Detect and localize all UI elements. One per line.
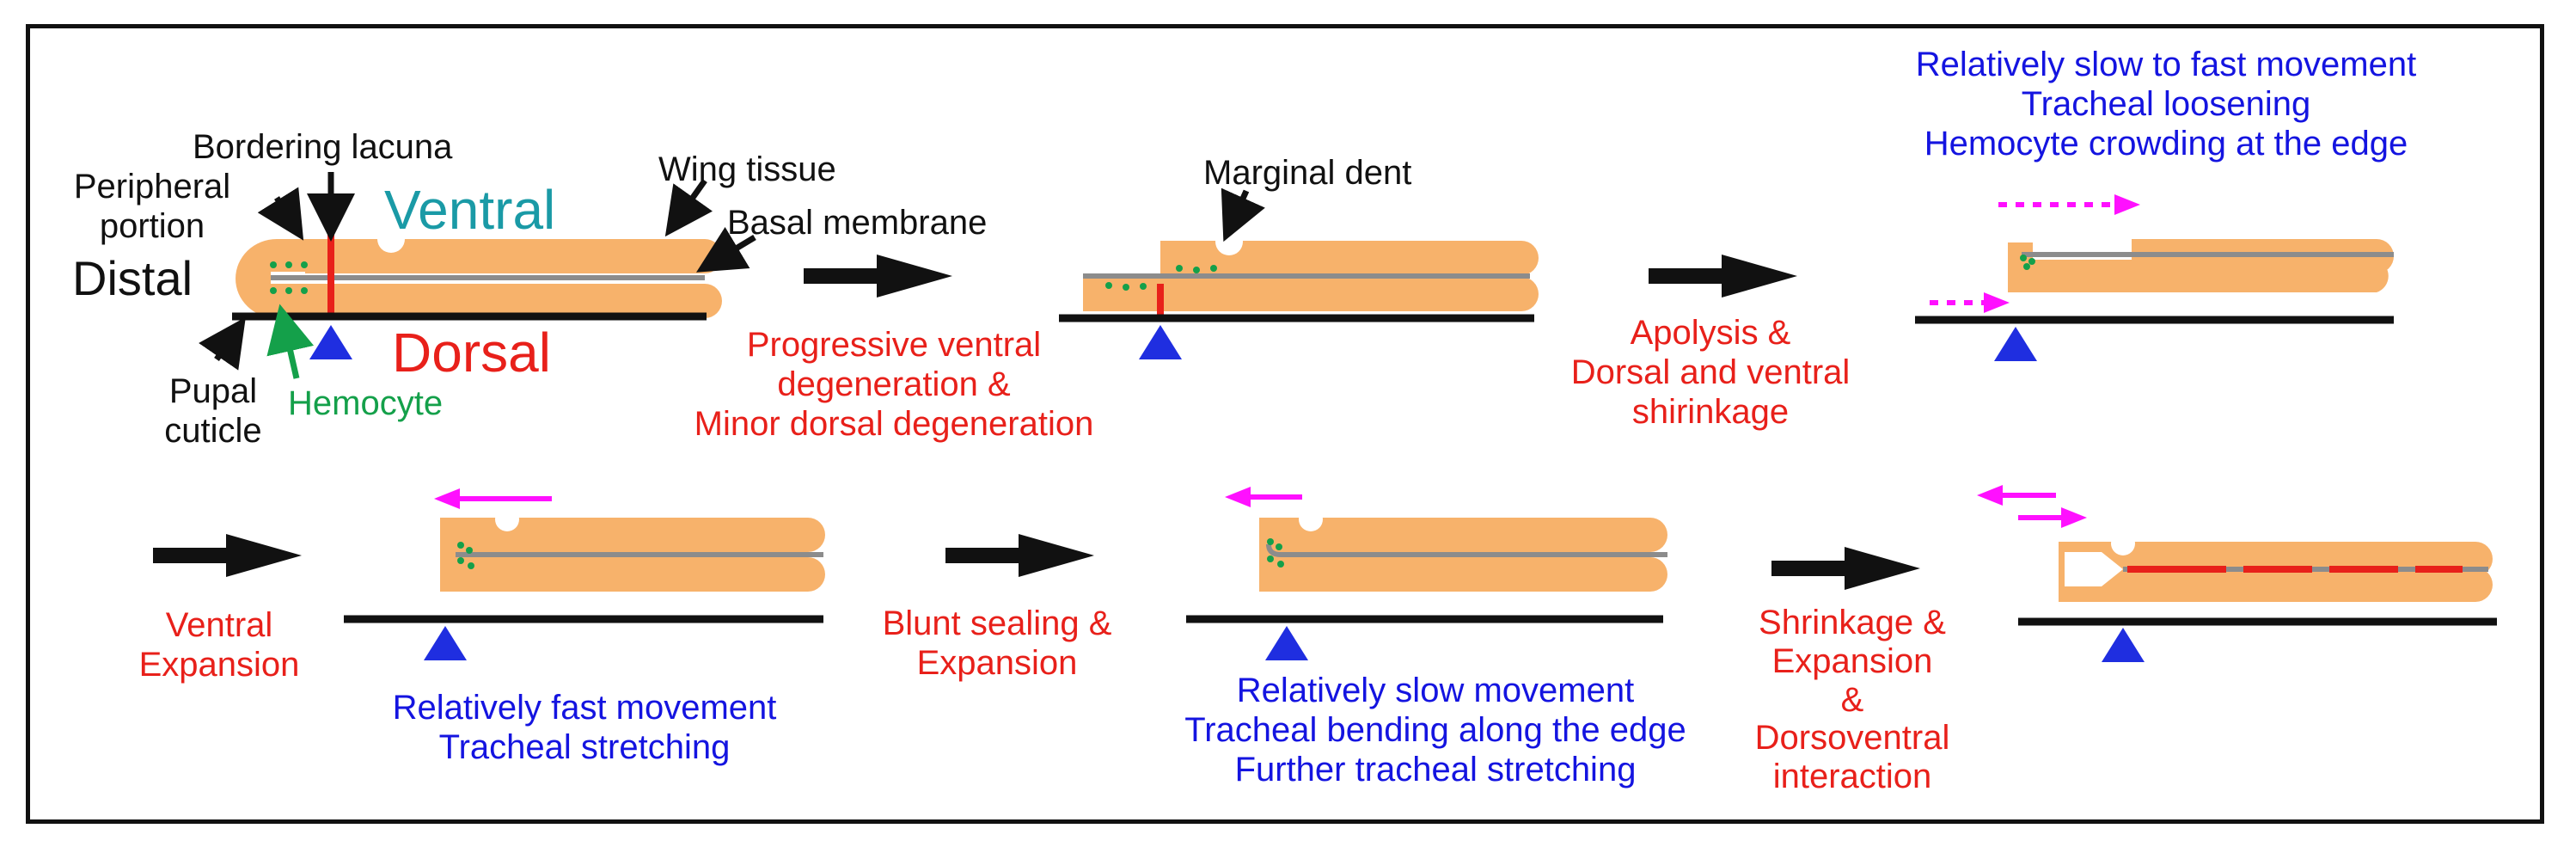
wing-tissue — [440, 518, 825, 592]
movement-arrow-icon — [1225, 487, 1302, 507]
marginal-dent-notch — [2187, 208, 2211, 232]
panel-1-initial-state — [199, 172, 756, 379]
process-arrows — [153, 255, 1920, 590]
panel-2-degeneration — [1059, 187, 1539, 359]
pointer-arrow-icon — [664, 178, 713, 237]
panel-4-ventral-expansion — [344, 488, 825, 660]
triangle-marker-icon — [1994, 327, 2037, 361]
triangle-marker-icon — [309, 325, 352, 359]
bordering-lacuna-label: Bordering lacuna — [193, 128, 453, 166]
hemocyte-dots — [1267, 538, 1284, 568]
panel-3-apolysis — [1915, 194, 2394, 361]
pointer-arrow-icon — [266, 304, 315, 379]
basal-membrane-label: Basal membrane — [727, 204, 988, 242]
process-arrow-icon — [153, 534, 302, 577]
dorsal-label: Dorsal — [392, 322, 551, 384]
wing-tissue — [1083, 241, 1539, 311]
triangle-marker-icon — [1265, 626, 1308, 660]
step-5-text: Blunt sealing &Expansion — [882, 604, 1112, 682]
marginal-dent-notch — [1299, 507, 1323, 531]
movement-arrow-icon — [434, 488, 552, 509]
process-arrow-icon — [1771, 547, 1920, 590]
panel-6-dorsoventral-interaction — [1977, 485, 2497, 662]
process-arrow-icon — [804, 255, 952, 298]
hemocyte-dots — [1105, 265, 1217, 291]
wing-tissue-label: Wing tissue — [658, 150, 836, 188]
process-arrow-icon — [1649, 255, 1797, 298]
pointer-arrow-icon — [695, 226, 756, 273]
basal-membrane — [1266, 543, 1667, 557]
marginal-dent-notch — [495, 507, 519, 531]
triangle-marker-icon — [1139, 325, 1182, 359]
pointer-arrow-icon — [199, 316, 246, 371]
wing-tissue — [236, 239, 722, 318]
hemocyte-dots — [270, 261, 308, 294]
distal-label: Distal — [72, 251, 193, 305]
panel-5-blunt-sealing — [1186, 487, 1667, 660]
movement-arrow-icon — [1977, 485, 2087, 528]
hemocyte-dots — [457, 542, 474, 569]
marginal-dent-label: Marginal dent — [1203, 154, 1412, 192]
marginal-dent-notch — [1215, 228, 1243, 255]
triangle-marker-icon — [424, 626, 467, 660]
marginal-dent-notch — [2111, 531, 2135, 555]
wing-tissue — [2008, 239, 2394, 292]
triangle-marker-icon — [2102, 628, 2145, 662]
marginal-dent-notch — [377, 225, 405, 253]
wing-tissue — [1259, 518, 1667, 592]
hemocyte-label: Hemocyte — [288, 384, 444, 422]
figure-frame — [26, 24, 2544, 824]
movement-arrow-icon — [1930, 194, 2140, 313]
ventral-label: Ventral — [384, 179, 556, 241]
pointer-arrow-icon — [1221, 187, 1265, 242]
process-arrow-icon — [945, 534, 1094, 577]
pointer-arrow-icon — [257, 187, 304, 241]
hemocyte-dots — [2020, 255, 2035, 270]
edge-pocket — [2065, 552, 2123, 586]
